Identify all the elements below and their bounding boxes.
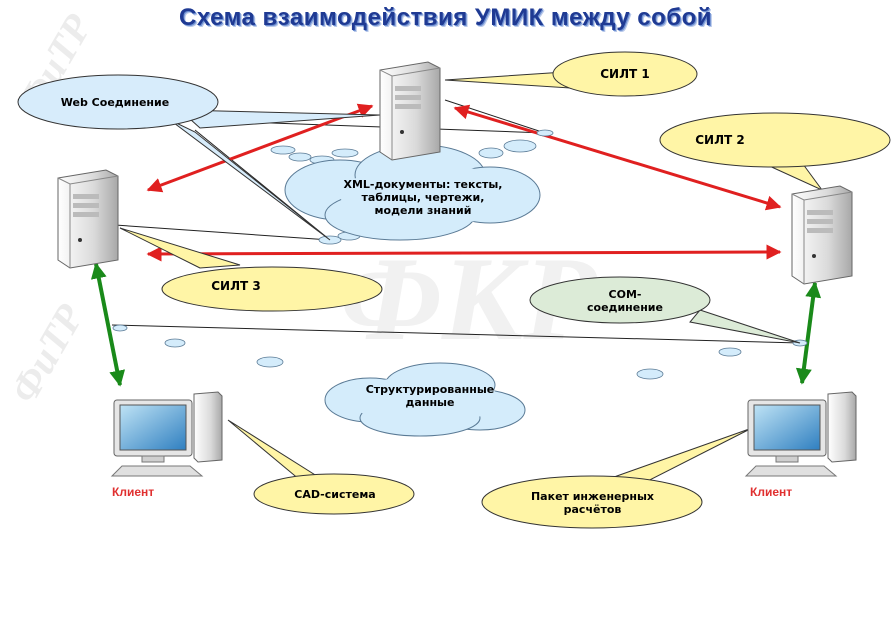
diagram-title: Схема взаимодействия УМИК между собой [178, 4, 712, 31]
web-bubble [17, 74, 381, 241]
silt3-bubble [119, 227, 383, 312]
xml-cloud [284, 144, 541, 241]
engineering-calc-line-1: Пакет инженерных [530, 490, 655, 503]
cloud-puffs [112, 129, 808, 380]
server-icon [379, 61, 441, 161]
silt1-bubble [444, 51, 698, 97]
client-left-label: Клиент [112, 485, 155, 499]
com-connection-label: COM- соединение [565, 288, 685, 314]
computer-icon [744, 391, 857, 477]
server-icon [57, 169, 119, 269]
web-connection-label: Web Соединение [60, 96, 170, 109]
engineering-calc-label: Пакет инженерных расчётов [505, 490, 680, 516]
com-arrows [90, 262, 822, 387]
xml-documents-line-3: модели знаний [374, 204, 472, 217]
client-right-label: Клиент [750, 485, 793, 499]
xml-documents-line-1: XML-документы: тексты, [343, 178, 503, 191]
com-connection-line-1: COM- [608, 288, 642, 301]
silt2-label: СИЛТ 2 [695, 133, 745, 147]
cad-bubble [227, 419, 415, 515]
web-arrows [146, 103, 782, 262]
struct-cloud [324, 362, 526, 437]
engineering-calc-line-2: расчётов [563, 503, 622, 516]
server-icon [791, 185, 853, 285]
structured-data-label: Структурированные данные [355, 383, 505, 409]
structured-data-line-1: Структурированные [365, 383, 495, 396]
xml-documents-label: XML-документы: тексты, таблицы, чертежи,… [318, 178, 528, 217]
xml-documents-line-2: таблицы, чертежи, [361, 191, 485, 204]
structured-data-line-2: данные [405, 396, 455, 409]
cad-system-label: CAD-система [294, 488, 376, 501]
silt3-label: СИЛТ 3 [211, 279, 261, 293]
com-connection-line-2: соединение [587, 301, 663, 314]
calc-bubble [481, 427, 753, 529]
com-bubble [529, 276, 801, 344]
computer-icon [110, 391, 223, 477]
silt1-label: СИЛТ 1 [600, 67, 650, 81]
silt2-bubble [659, 112, 891, 192]
